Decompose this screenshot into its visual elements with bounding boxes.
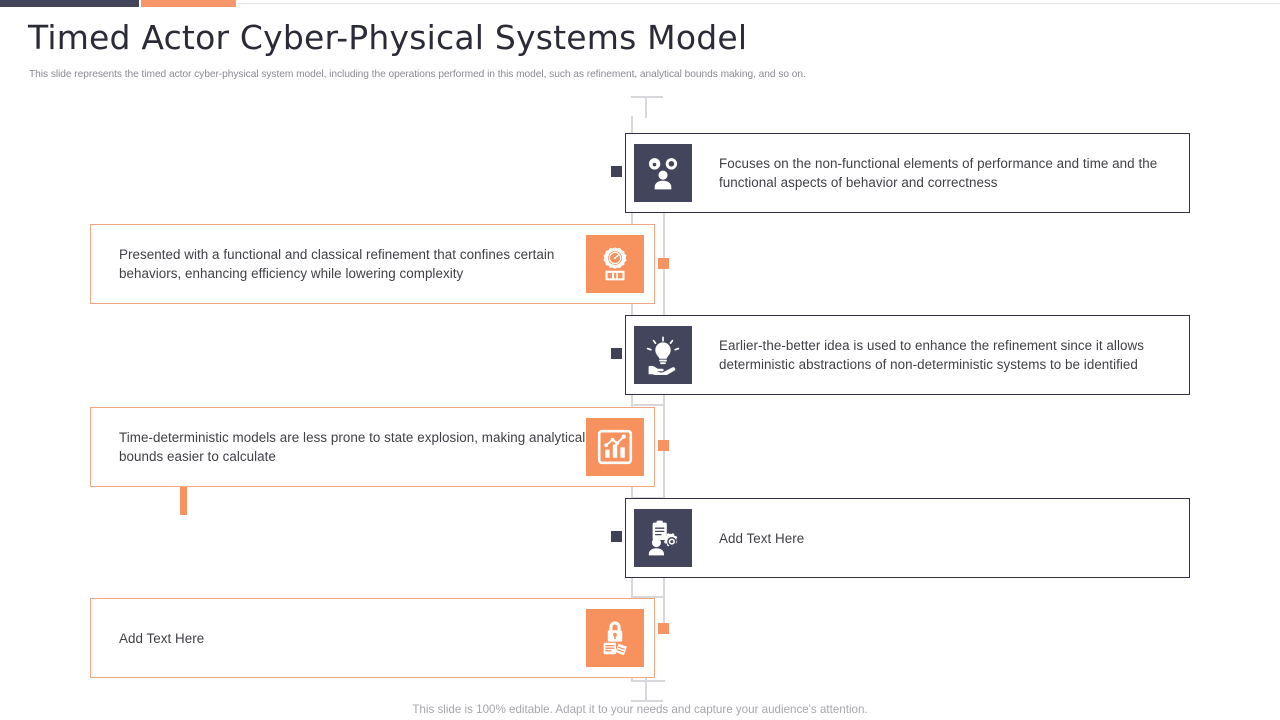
connector-elbow-5 [631, 596, 665, 598]
content-card-3[interactable]: Earlier-the-better idea is used to enhan… [625, 315, 1190, 395]
lightbulb-hand-icon [634, 326, 692, 384]
row-marker-1 [611, 166, 622, 177]
content-card-2-text: Presented with a functional and classica… [119, 247, 555, 281]
content-card-2-accent-pill [180, 463, 187, 515]
row-marker-5 [611, 531, 622, 542]
footer-note: This slide is 100% editable. Adapt it to… [412, 703, 868, 716]
content-card-6-text: Add Text Here [119, 630, 205, 646]
gear-gauge-building-icon [586, 235, 644, 293]
row-marker-4 [658, 440, 669, 451]
content-card-1[interactable]: Focuses on the non-functional elements o… [625, 133, 1190, 213]
top-bar-divider-line [238, 3, 1280, 4]
connector-top-tee-horizontal [631, 96, 663, 98]
page-title: Timed Actor Cyber-Physical Systems Model [28, 18, 748, 57]
person-gears-icon [634, 144, 692, 202]
top-bar-dark-segment [0, 0, 139, 7]
content-card-6[interactable]: Add Text Here [90, 598, 655, 678]
row-marker-3 [611, 348, 622, 359]
lock-documents-icon [586, 609, 644, 667]
content-card-4-text: Time-deterministic models are less prone… [119, 430, 586, 464]
connector-bottom-tee-horizontal [631, 700, 663, 702]
bar-chart-growth-icon [586, 418, 644, 476]
page-subtitle: This slide represents the timed actor cy… [29, 69, 806, 80]
top-accent-bar [0, 0, 1280, 7]
connector-spine-l5 [663, 596, 665, 632]
connector-elbow-6 [631, 680, 665, 682]
content-card-4[interactable]: Time-deterministic models are less prone… [90, 407, 655, 487]
row-marker-6 [658, 623, 669, 634]
connector-elbow-3 [631, 404, 665, 406]
row-marker-2 [658, 258, 669, 269]
connector-bottom-tee-vertical [645, 678, 647, 702]
content-card-1-text: Focuses on the non-functional elements o… [719, 156, 1158, 190]
top-bar-orange-segment [141, 0, 236, 7]
person-clipboard-gear-icon [634, 509, 692, 567]
connector-top-tee-vertical [645, 96, 647, 118]
content-card-5[interactable]: Add Text Here [625, 498, 1190, 578]
content-card-3-text: Earlier-the-better idea is used to enhan… [719, 338, 1144, 372]
connector-spine-l3 [663, 404, 665, 446]
content-card-2[interactable]: Presented with a functional and classica… [90, 224, 655, 515]
content-card-5-text: Add Text Here [719, 530, 805, 546]
connector-spine-l1 [663, 207, 665, 264]
